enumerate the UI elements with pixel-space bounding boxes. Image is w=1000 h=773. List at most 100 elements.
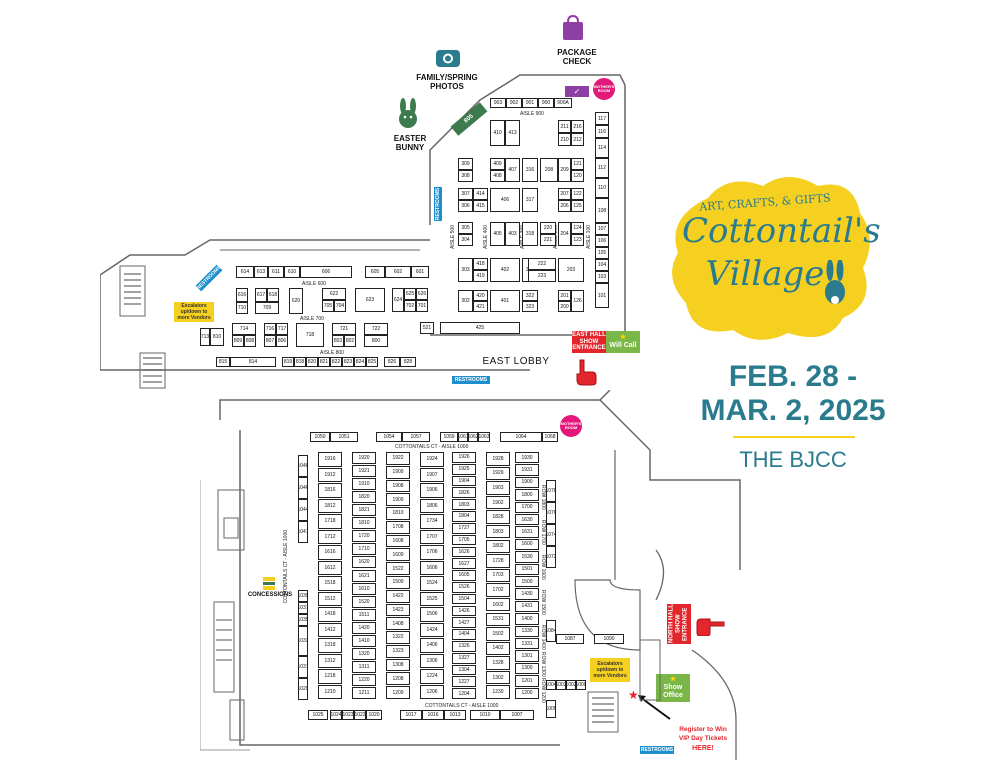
booth-1727[interactable]: 1727	[452, 522, 476, 534]
booth-714[interactable]: 714	[232, 323, 256, 335]
booth-408[interactable]: 408	[490, 170, 505, 182]
booth-610[interactable]: 610	[284, 266, 300, 278]
booth-1072[interactable]: 1072	[546, 546, 556, 568]
booth-212[interactable]: 212	[571, 133, 584, 146]
booth-1930[interactable]: 1930	[515, 452, 539, 464]
booth-1328[interactable]: 1328	[486, 656, 510, 670]
booth-1064[interactable]: 1064	[500, 432, 542, 442]
package-check-booth[interactable]: ✓	[565, 86, 589, 97]
booth-1408[interactable]: 1408	[386, 617, 410, 631]
booth-316[interactable]: 316	[522, 158, 538, 182]
booth-1816[interactable]: 1816	[318, 483, 342, 498]
booth-420[interactable]: 420	[473, 290, 488, 301]
booth-1062[interactable]: 1062	[468, 432, 478, 442]
booth-124[interactable]: 124	[571, 222, 584, 234]
booth-1017[interactable]: 1017	[400, 710, 422, 720]
booth-901[interactable]: 901	[522, 98, 538, 108]
booth-1057[interactable]: 1057	[402, 432, 430, 442]
booth-616[interactable]: 616	[236, 288, 248, 302]
booth-1705[interactable]: 1705	[452, 534, 476, 546]
booth-808[interactable]: 808	[244, 335, 256, 347]
booth-1302[interactable]: 1302	[486, 670, 510, 685]
booth-1904[interactable]: 1904	[452, 475, 476, 487]
booth-117[interactable]: 117	[595, 112, 609, 125]
booth-1703[interactable]: 1703	[486, 568, 510, 583]
booth-618[interactable]: 618	[267, 288, 279, 302]
booth-106[interactable]: 106	[595, 235, 609, 247]
booth-1402[interactable]: 1402	[486, 641, 510, 656]
booth-1610[interactable]: 1610	[352, 582, 376, 595]
booth-1609[interactable]: 1609	[386, 548, 410, 562]
booth-1900[interactable]: 1900	[515, 476, 539, 489]
booth-900a[interactable]: 900A	[554, 98, 572, 108]
booth-1326[interactable]: 1326	[452, 641, 476, 652]
booth-1025[interactable]: 1025	[308, 710, 328, 720]
booth-1702[interactable]: 1702	[486, 583, 510, 597]
booth-1502[interactable]: 1502	[486, 627, 510, 641]
booth-1820[interactable]: 1820	[352, 491, 376, 504]
booth-1010[interactable]: 1010	[470, 710, 500, 720]
booth-705[interactable]: 705	[322, 300, 334, 312]
booth-317[interactable]: 317	[522, 188, 538, 212]
booth-1211[interactable]: 1211	[352, 686, 376, 699]
booth-1204[interactable]: 1204	[452, 688, 476, 699]
booth-323[interactable]: 323	[522, 301, 538, 312]
booth-1712[interactable]: 1712	[318, 529, 342, 544]
booth-802[interactable]: 802	[344, 335, 356, 347]
booth-828[interactable]: 828	[400, 357, 416, 367]
booth-1920[interactable]: 1920	[352, 452, 376, 465]
booth-208[interactable]: 208	[540, 158, 558, 182]
booth-1013[interactable]: 1013	[444, 710, 466, 720]
booth-1909[interactable]: 1909	[386, 493, 410, 507]
booth-1035[interactable]: 1035	[298, 614, 308, 626]
booth-209[interactable]: 209	[558, 158, 571, 182]
booth-620[interactable]: 620	[289, 288, 303, 314]
booth-1921[interactable]: 1921	[352, 465, 376, 478]
booth-1620[interactable]: 1620	[352, 556, 376, 569]
booth-1821[interactable]: 1821	[352, 504, 376, 517]
booth-1926[interactable]: 1926	[452, 452, 476, 463]
booth-1323[interactable]: 1323	[386, 644, 410, 658]
booth-1023[interactable]: 1023	[342, 710, 354, 720]
booth-1406[interactable]: 1406	[420, 638, 444, 653]
booth-1306[interactable]: 1306	[420, 653, 444, 668]
booth-1504[interactable]: 1504	[452, 593, 476, 605]
booth-1423[interactable]: 1423	[386, 603, 410, 617]
booth-1612[interactable]: 1612	[318, 560, 342, 575]
booth-216[interactable]: 216	[571, 120, 584, 133]
booth-1916[interactable]: 1916	[318, 452, 342, 467]
booth-702[interactable]: 702	[404, 300, 416, 312]
booth-1708[interactable]: 1708	[386, 520, 410, 534]
booth-405[interactable]: 405	[490, 222, 505, 246]
booth-1059[interactable]: 1059	[440, 432, 458, 442]
booth-1087[interactable]: 1087	[556, 634, 584, 644]
booth-826[interactable]: 826	[384, 357, 400, 367]
booth-1530[interactable]: 1530	[515, 551, 539, 563]
booth-1002[interactable]: 1002	[566, 680, 576, 690]
booth-605[interactable]: 605	[365, 266, 385, 278]
booth-900[interactable]: 900	[538, 98, 554, 108]
booth-1631[interactable]: 1631	[515, 526, 539, 538]
booth-1048[interactable]: 1048	[298, 455, 308, 477]
booth-211[interactable]: 211	[558, 120, 571, 133]
booth-203[interactable]: 203	[558, 258, 584, 282]
booth-1420[interactable]: 1420	[352, 621, 376, 634]
booth-1929[interactable]: 1929	[486, 466, 510, 481]
booth-105[interactable]: 105	[595, 247, 609, 259]
booth-1220[interactable]: 1220	[352, 673, 376, 686]
booth-1506[interactable]: 1506	[420, 607, 444, 622]
booth-710[interactable]: 710	[236, 302, 248, 314]
booth-302[interactable]: 302	[458, 290, 473, 312]
booth-1206[interactable]: 1206	[420, 684, 444, 699]
booth-1909[interactable]: 1909	[386, 465, 410, 479]
booth-810[interactable]: 810	[210, 328, 224, 346]
booth-322[interactable]: 322	[522, 290, 538, 301]
booth-222[interactable]: 222	[528, 258, 556, 270]
booth-1710[interactable]: 1710	[352, 543, 376, 556]
booth-418[interactable]: 418	[473, 258, 488, 270]
booth-1605[interactable]: 1605	[452, 570, 476, 581]
booth-101[interactable]: 101	[595, 283, 609, 308]
booth-1826[interactable]: 1826	[452, 487, 476, 499]
